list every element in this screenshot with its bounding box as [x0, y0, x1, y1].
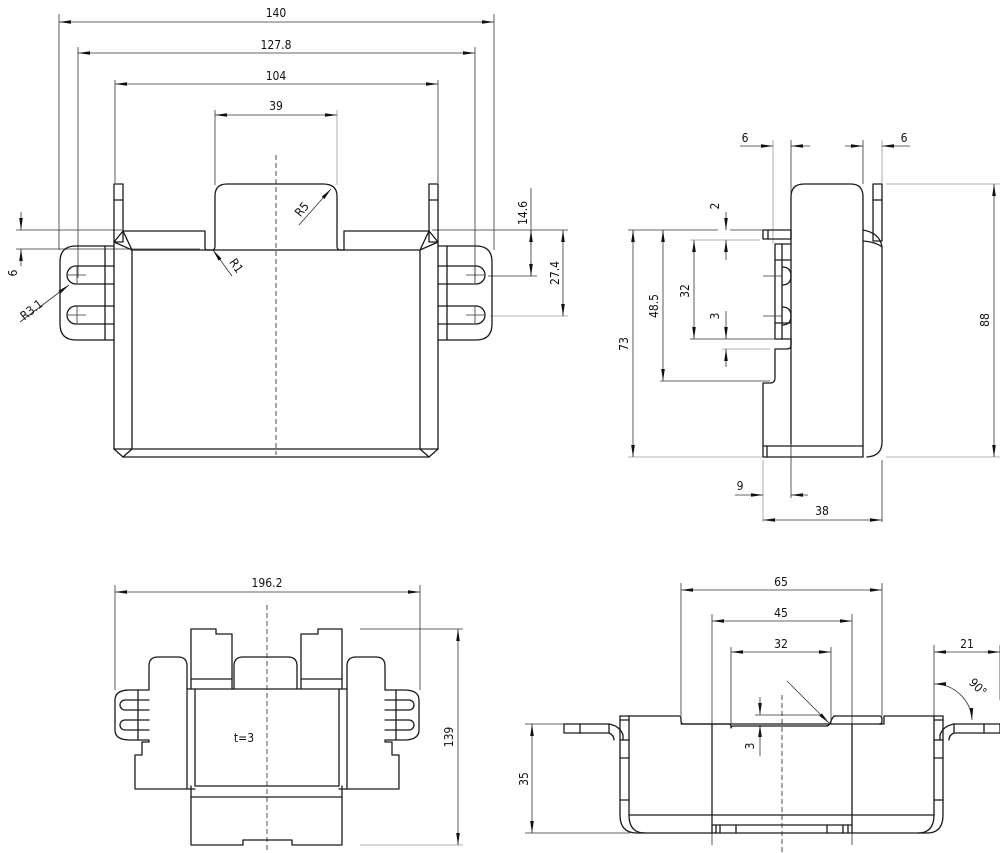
side-extension-lines — [628, 140, 1000, 522]
front-extension-lines — [16, 14, 568, 317]
dim-139-label: 139 — [442, 727, 456, 748]
dim-45-label: 45 — [774, 606, 788, 620]
dim-6-front-label: 6 — [6, 269, 20, 276]
front-view: 140 127.8 104 39 6 14.6 27.4 R3.1 R1 R5 — [6, 6, 568, 458]
dim-38-label: 38 — [815, 504, 829, 518]
dim-9-label: 9 — [737, 479, 744, 493]
dim-r3-1-leader — [19, 284, 70, 323]
dim-65-label: 65 — [774, 575, 788, 589]
dim-32-top-label: 32 — [774, 637, 788, 651]
dim-39-label: 39 — [269, 99, 283, 113]
flat-extension-lines — [114, 585, 463, 846]
front-dimension-lines — [19, 20, 565, 323]
dim-6-side-left-label: 6 — [742, 131, 749, 145]
dim-140-label: 140 — [266, 6, 287, 20]
top-extension-lines — [525, 583, 1000, 845]
flat-pattern-view: 196.2 139 t=3 — [114, 576, 463, 853]
thickness-note: t=3 — [234, 731, 254, 745]
dim-r5-label: R5 — [292, 199, 312, 219]
dim-14-6-label: 14.6 — [516, 201, 530, 225]
dim-32-label: 32 — [678, 284, 692, 298]
dim-73-label: 73 — [617, 337, 631, 351]
dim-r3-1-label: R3.1 — [18, 297, 46, 323]
dim-3-side-label: 3 — [708, 313, 722, 320]
dim-3-top-label: 3 — [743, 743, 757, 750]
top-view: 65 45 32 21 90° 3 35 — [517, 575, 1000, 853]
dim-104-label: 104 — [266, 69, 287, 83]
notch-leader — [786, 680, 830, 724]
dim-27-4-label: 27.4 — [548, 261, 562, 285]
dim-90-label: 90° — [966, 675, 989, 698]
front-part-outline — [59, 183, 493, 458]
dim-6-side-right-label: 6 — [901, 131, 908, 145]
dim-2-label: 2 — [708, 203, 722, 210]
dim-r5-leader — [298, 188, 332, 226]
dim-r1-leader — [212, 249, 233, 277]
side-part-outline — [762, 183, 883, 458]
dim-88-label: 88 — [978, 313, 992, 327]
dim-127-8-label: 127.8 — [261, 38, 292, 52]
side-view: 6 6 2 32 3 48.5 73 88 9 38 — [617, 131, 1000, 522]
dim-r1-label: R1 — [226, 256, 246, 276]
dim-90-arc — [933, 682, 974, 721]
top-part-outline — [563, 715, 1000, 834]
dim-35-label: 35 — [517, 772, 531, 786]
side-dimension-lines — [631, 144, 996, 522]
top-dimension-lines — [530, 588, 1000, 833]
dim-196-2-label: 196.2 — [252, 576, 283, 590]
dim-48-5-label: 48.5 — [647, 294, 661, 318]
dim-21-label: 21 — [960, 637, 974, 651]
